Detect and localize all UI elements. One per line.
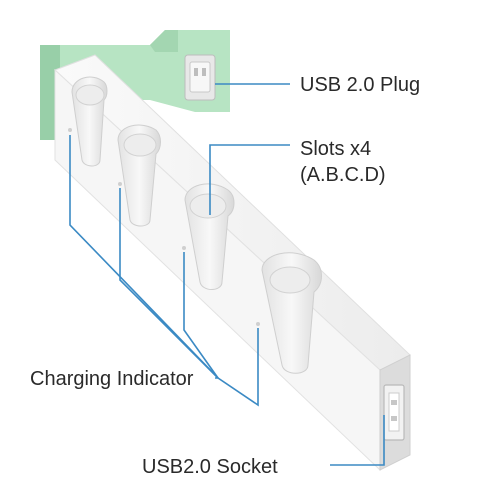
usb-plug-label: USB 2.0 Plug [300,74,421,96]
usb-socket-label: USB2.0 Socket [142,456,278,478]
usb-socket [383,384,405,441]
usb-plug [184,54,216,101]
dock-body [54,54,411,472]
slots-label-line1: Slots x4 [300,138,372,160]
slots-label: Slots x4 (A.B.C.D) [300,136,386,188]
slot-d [261,252,322,374]
slot-b [117,124,161,227]
charging-indicator-label: Charging Indicator [30,368,194,390]
callout-lines [69,83,385,466]
slot-c [184,183,235,290]
charging-indicator-leds [68,128,260,326]
slots-label-line2: (A.B.C.D) [300,164,386,186]
slot-a [71,76,108,167]
